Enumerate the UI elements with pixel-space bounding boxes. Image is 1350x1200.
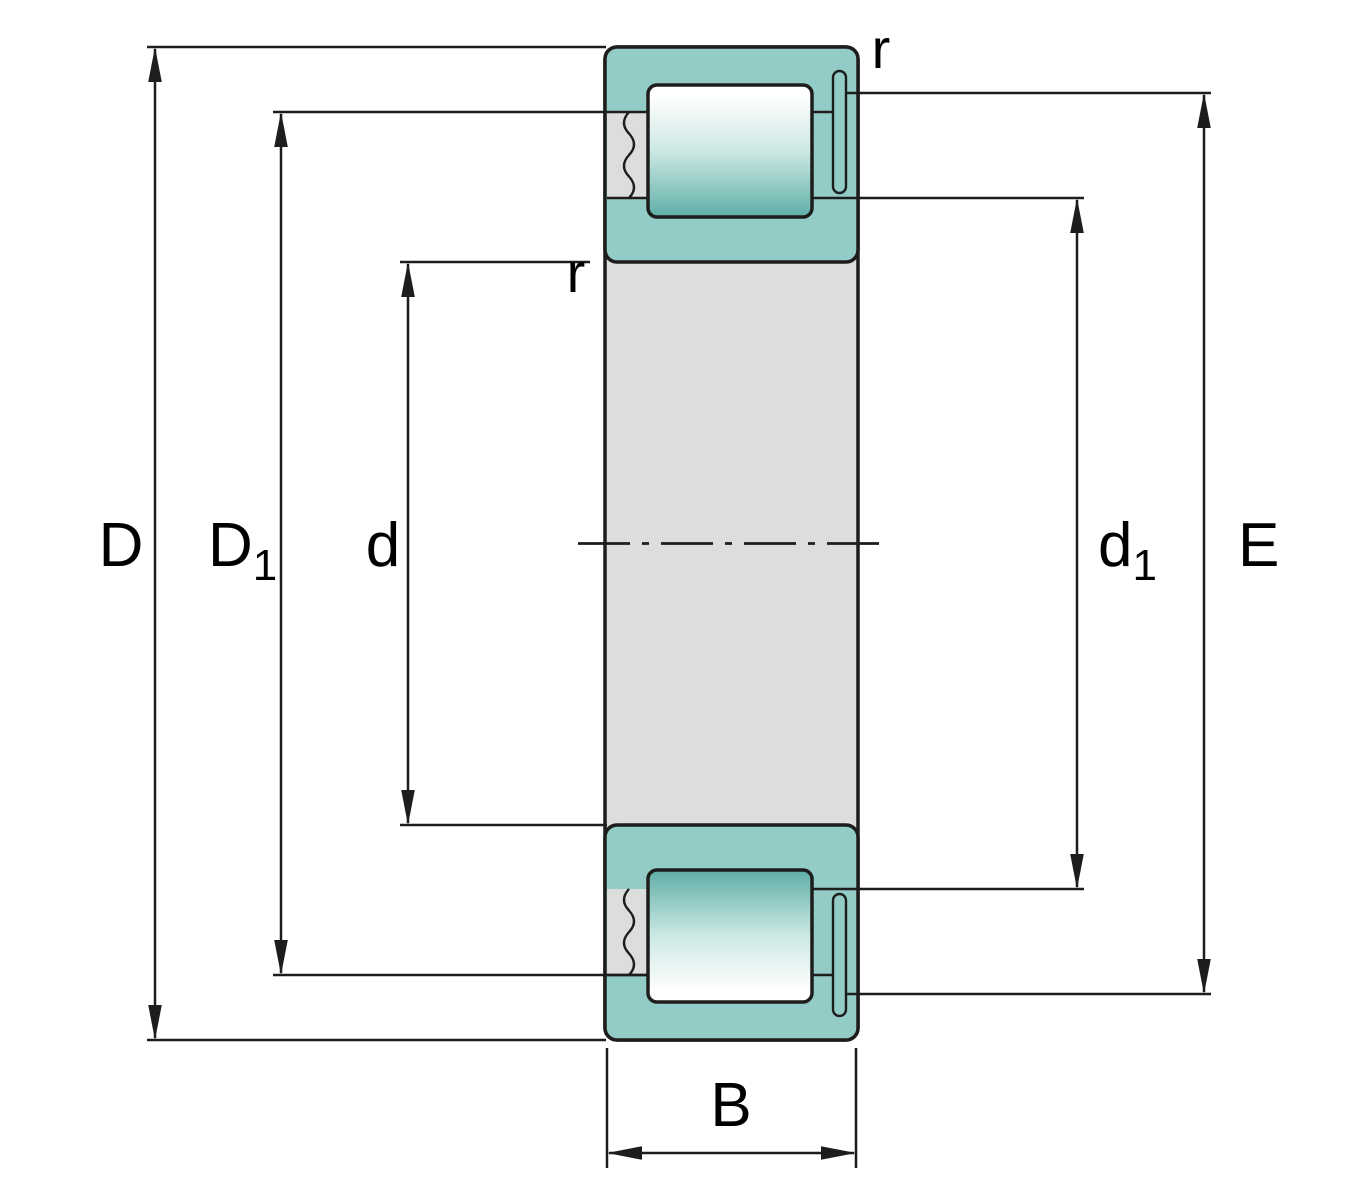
dim-D-arrow-bottom	[148, 1005, 162, 1040]
dim-D1-arrow-top	[274, 112, 288, 147]
dimension-E: E	[847, 91, 1279, 996]
dimension-d: d	[366, 260, 607, 827]
dim-D-arrow-top	[148, 47, 162, 82]
dim-d1-arrow-bottom	[1070, 854, 1084, 889]
dim-d-arrow-bottom	[401, 790, 415, 825]
bearing-body	[578, 45, 885, 1042]
label-E: E	[1238, 511, 1279, 580]
label-r-outer: r	[872, 17, 891, 80]
label-D: D	[99, 511, 144, 580]
dim-E-arrow-top	[1197, 93, 1211, 128]
dim-d1-arrow-top	[1070, 198, 1084, 233]
dim-d-arrow-top	[401, 262, 415, 297]
retaining-ring-bottom	[831, 892, 848, 1018]
label-r-bore: r	[567, 241, 586, 304]
cylindrical-roller-top	[646, 83, 814, 219]
label-B: B	[710, 1071, 751, 1140]
cage-break-line-top	[622, 111, 636, 199]
label-D1: D1	[208, 511, 277, 590]
dim-B-arrow-left	[607, 1146, 642, 1160]
dimension-D1: D1	[208, 110, 649, 977]
dimension-d1: d1	[812, 196, 1157, 891]
dimension-D: D	[99, 45, 606, 1042]
dimension-B: B	[605, 1048, 858, 1168]
retaining-ring-top	[831, 69, 848, 195]
dim-B-arrow-right	[821, 1146, 856, 1160]
dim-E-arrow-bottom	[1197, 959, 1211, 994]
label-d: d	[366, 511, 400, 580]
cylindrical-roller-bottom	[646, 868, 814, 1004]
label-d1: d1	[1098, 511, 1157, 590]
dim-D1-arrow-bottom	[274, 940, 288, 975]
cage-break-line-bottom	[622, 888, 636, 976]
